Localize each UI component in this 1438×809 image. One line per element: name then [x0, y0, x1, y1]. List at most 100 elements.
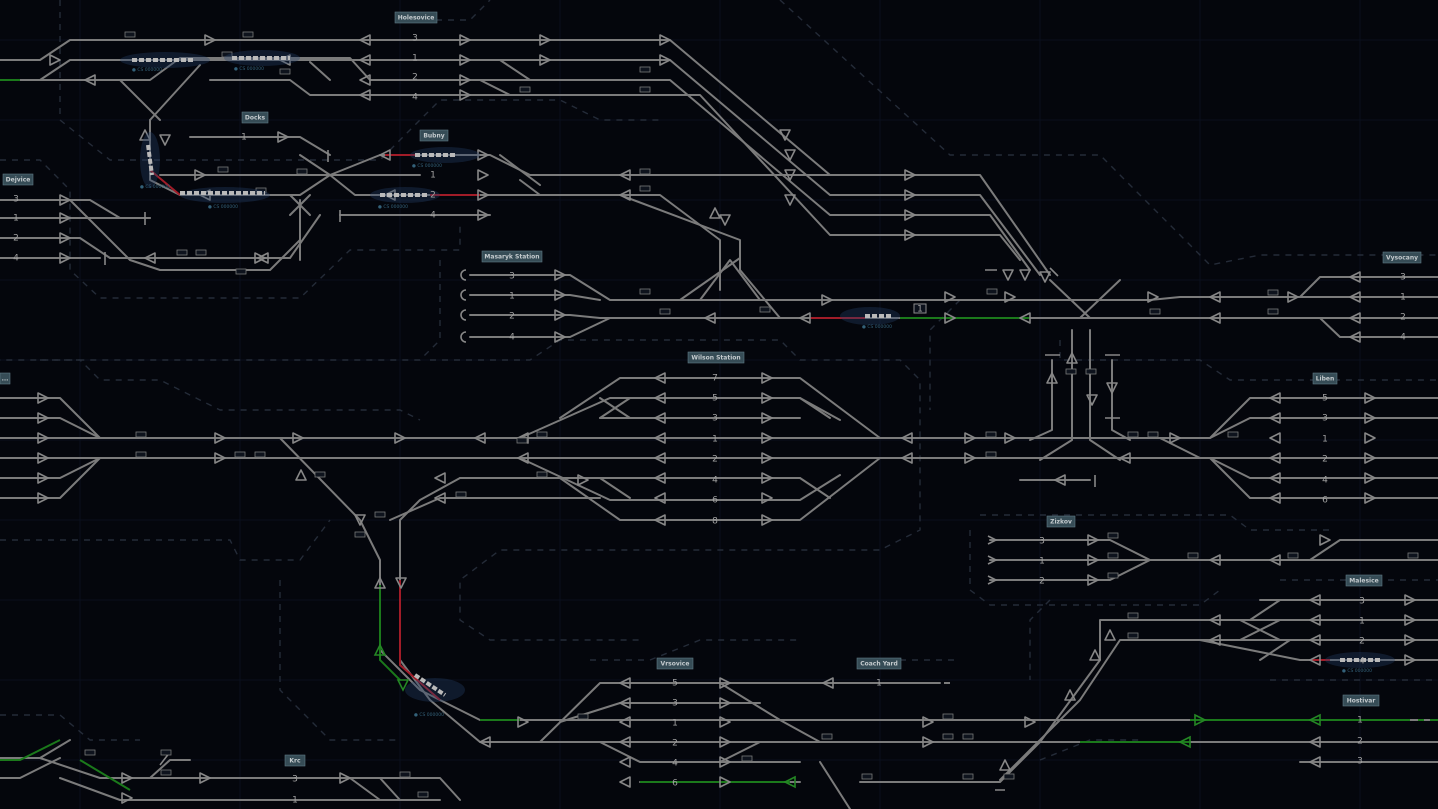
svg-text:● CS 000000: ● CS 000000: [1342, 668, 1372, 674]
svg-text:Krc: Krc: [289, 758, 301, 765]
station-label-coach-yard[interactable]: Coach Yard: [856, 657, 902, 670]
track-gaps: [170, 136, 1430, 763]
svg-text:5: 5: [712, 394, 718, 404]
svg-text:2: 2: [712, 455, 718, 465]
station-label-docks[interactable]: Docks: [241, 111, 269, 124]
svg-text:Bubny: Bubny: [423, 133, 444, 140]
station-label-vysocany[interactable]: Vysocany: [1382, 251, 1422, 264]
svg-text:3: 3: [13, 195, 19, 205]
svg-text:1: 1: [1359, 617, 1365, 627]
signal-box-badge[interactable]: 1: [913, 303, 927, 315]
svg-text:Malesice: Malesice: [1349, 578, 1378, 585]
station-label-vrsovice[interactable]: Vrsovice: [656, 657, 694, 670]
svg-text:4: 4: [13, 254, 19, 264]
svg-text:3: 3: [292, 775, 298, 785]
svg-text:7: 7: [712, 374, 718, 384]
svg-text:1: 1: [917, 305, 923, 315]
svg-text:2: 2: [1357, 737, 1363, 747]
svg-text:Vrsovice: Vrsovice: [661, 661, 690, 668]
svg-text:3: 3: [712, 414, 718, 424]
svg-text:● CS 000000: ● CS 000000: [378, 204, 408, 210]
station-label-liben[interactable]: Liben: [1312, 372, 1338, 385]
svg-text:4: 4: [672, 759, 678, 769]
svg-text:4: 4: [1400, 333, 1406, 343]
svg-text:1: 1: [1400, 293, 1406, 303]
svg-text:1: 1: [712, 435, 718, 445]
svg-text:● CS 000000: ● CS 000000: [208, 204, 238, 210]
svg-text:2: 2: [13, 234, 19, 244]
svg-text:Holesovice: Holesovice: [398, 15, 435, 22]
station-label-bubny[interactable]: Bubny: [419, 129, 449, 142]
track-network[interactable]: [0, 39, 1438, 809]
svg-text:3: 3: [1400, 273, 1406, 283]
zone-outlines: [0, 0, 1438, 761]
station-label-hostivar[interactable]: Hostivar: [1342, 694, 1380, 707]
svg-text:1: 1: [292, 796, 298, 806]
svg-text:3: 3: [1357, 757, 1363, 767]
svg-text:8: 8: [712, 517, 718, 527]
svg-text:● CS 000000: ● CS 000000: [132, 67, 162, 73]
station-label-krc[interactable]: Krc: [284, 754, 306, 767]
svg-text:2: 2: [1322, 455, 1328, 465]
svg-text:Dejvice: Dejvice: [6, 177, 31, 184]
station-label-masaryk[interactable]: Masaryk Station: [481, 250, 543, 263]
svg-text:● CS 000000: ● CS 000000: [862, 324, 892, 330]
svg-text:● CS 000000: ● CS 000000: [414, 712, 444, 718]
svg-text:1: 1: [876, 679, 882, 689]
svg-text:2: 2: [1039, 577, 1045, 587]
svg-text:2: 2: [509, 312, 515, 322]
svg-text:2: 2: [672, 739, 678, 749]
svg-text:2: 2: [1359, 637, 1365, 647]
train-tags: ● CS 000000 ● CS 000000 ● CS 000000 ● CS…: [132, 66, 1372, 718]
svg-text:● CS 000000: ● CS 000000: [234, 66, 264, 72]
svg-text:1: 1: [412, 54, 418, 64]
svg-text:3: 3: [412, 34, 418, 44]
svg-text:3: 3: [1359, 597, 1365, 607]
station-label-cut-left[interactable]: ...: [0, 372, 11, 385]
station-label-wilson[interactable]: Wilson Station: [687, 351, 745, 364]
station-label-malesice[interactable]: Malesice: [1345, 574, 1383, 587]
svg-text:...: ...: [2, 376, 9, 383]
svg-text:Liben: Liben: [1316, 376, 1335, 383]
svg-text:4: 4: [412, 93, 418, 103]
svg-text:5: 5: [672, 679, 678, 689]
trains[interactable]: [120, 50, 1395, 702]
svg-text:3: 3: [509, 272, 515, 282]
svg-text:5: 5: [1322, 394, 1328, 404]
svg-text:2: 2: [412, 73, 418, 83]
svg-text:1: 1: [13, 214, 19, 224]
svg-text:Hostivar: Hostivar: [1347, 698, 1376, 705]
track-numbers: 3 1 2 4 1 1 2 4 3 1 2 4 3 1 2 4 3 1 2 4 …: [13, 34, 1406, 806]
svg-text:1: 1: [672, 719, 678, 729]
svg-text:Vysocany: Vysocany: [1386, 255, 1418, 262]
svg-text:3: 3: [1039, 537, 1045, 547]
svg-text:4: 4: [509, 333, 515, 343]
train-docks-1[interactable]: [146, 144, 154, 176]
train-vrsovice-1[interactable]: [413, 673, 447, 697]
svg-text:Masaryk Station: Masaryk Station: [484, 254, 539, 261]
signals[interactable]: [37, 34, 1416, 804]
svg-text:1: 1: [1357, 716, 1363, 726]
svg-text:4: 4: [430, 211, 436, 221]
station-label-zizkov[interactable]: Zizkov: [1046, 515, 1076, 528]
svg-text:2: 2: [1400, 313, 1406, 323]
svg-text:4: 4: [1359, 657, 1365, 667]
svg-text:Docks: Docks: [245, 115, 266, 122]
svg-text:1: 1: [509, 292, 515, 302]
svg-text:4: 4: [1322, 476, 1328, 486]
station-label-dejvice[interactable]: Dejvice: [2, 173, 34, 186]
svg-text:2: 2: [430, 191, 436, 201]
svg-text:1: 1: [1039, 557, 1045, 567]
svg-text:Wilson Station: Wilson Station: [691, 355, 740, 362]
svg-text:1: 1: [1322, 435, 1328, 445]
svg-text:6: 6: [712, 496, 718, 506]
svg-text:1: 1: [241, 133, 247, 143]
svg-text:3: 3: [1322, 414, 1328, 424]
active-routes: [0, 79, 1438, 791]
buffer-stops: [104, 150, 1120, 791]
station-labels[interactable]: Holesovice Docks Bubny Dejvice Masaryk S…: [0, 11, 1422, 767]
svg-text:3: 3: [672, 699, 678, 709]
svg-text:Zizkov: Zizkov: [1050, 519, 1072, 526]
station-label-holesovice[interactable]: Holesovice: [394, 11, 438, 24]
